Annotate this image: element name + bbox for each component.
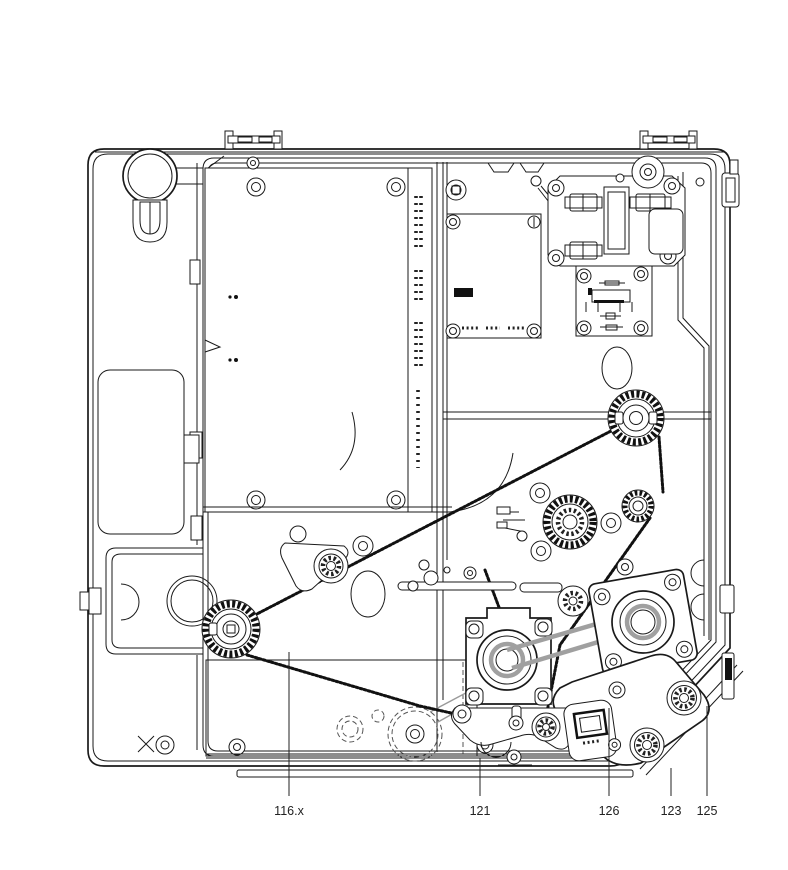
- top-bracket-left: [224, 130, 283, 150]
- motor-block-121: [465, 607, 553, 706]
- roller-bracket: [451, 704, 575, 766]
- part-label-125: 125: [697, 804, 718, 818]
- idler-gear: [621, 489, 655, 523]
- drive-pulley-116x: [201, 599, 261, 659]
- center-small-parts: [397, 559, 563, 593]
- part-label-116x: 116.x: [274, 804, 304, 818]
- drive-pulley-top: [607, 389, 665, 447]
- part-label-123: 123: [661, 804, 682, 818]
- deck-cutouts: [79, 346, 633, 655]
- lamp-cover-panel: [547, 155, 705, 337]
- callouts: 116.x 121 126 123 125: [274, 652, 717, 818]
- ball-bearing-lower: [629, 727, 665, 763]
- main-board-panel: [203, 156, 514, 513]
- part-label-126: 126: [599, 804, 620, 818]
- part-label-121: 121: [470, 804, 491, 818]
- left-pocket: [97, 369, 200, 535]
- right-edge-tabs: [719, 159, 740, 700]
- sub-board-panel: [445, 175, 556, 339]
- ball-bearing-upper: [666, 680, 702, 716]
- motor-123-shaft: [557, 558, 675, 654]
- adjuster-foot: [122, 148, 203, 243]
- motor-121-screws: [465, 618, 553, 706]
- belt-tensioner: [280, 525, 374, 592]
- gear-cluster-center: [496, 482, 622, 562]
- ball-bearing-small: [531, 712, 561, 742]
- top-bracket-right: [639, 130, 698, 150]
- sensor-part-126: [563, 699, 622, 762]
